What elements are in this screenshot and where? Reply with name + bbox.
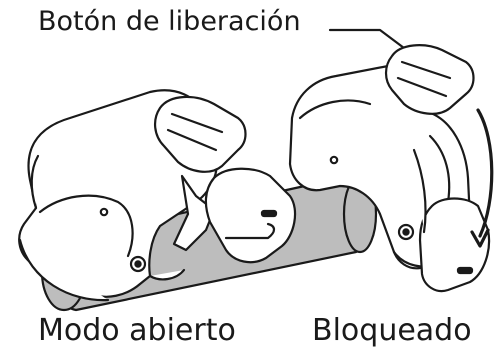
locked-clamp — [288, 44, 491, 293]
open-mode-label: Modo abierto — [38, 313, 236, 348]
release-button-icon — [384, 44, 475, 115]
rotation-arrow-icon — [470, 108, 494, 248]
open-clamp — [18, 89, 297, 302]
leader-line — [328, 28, 406, 50]
locked-label: Bloqueado — [312, 313, 472, 348]
release-button-label: Botón de liberación — [38, 6, 301, 37]
